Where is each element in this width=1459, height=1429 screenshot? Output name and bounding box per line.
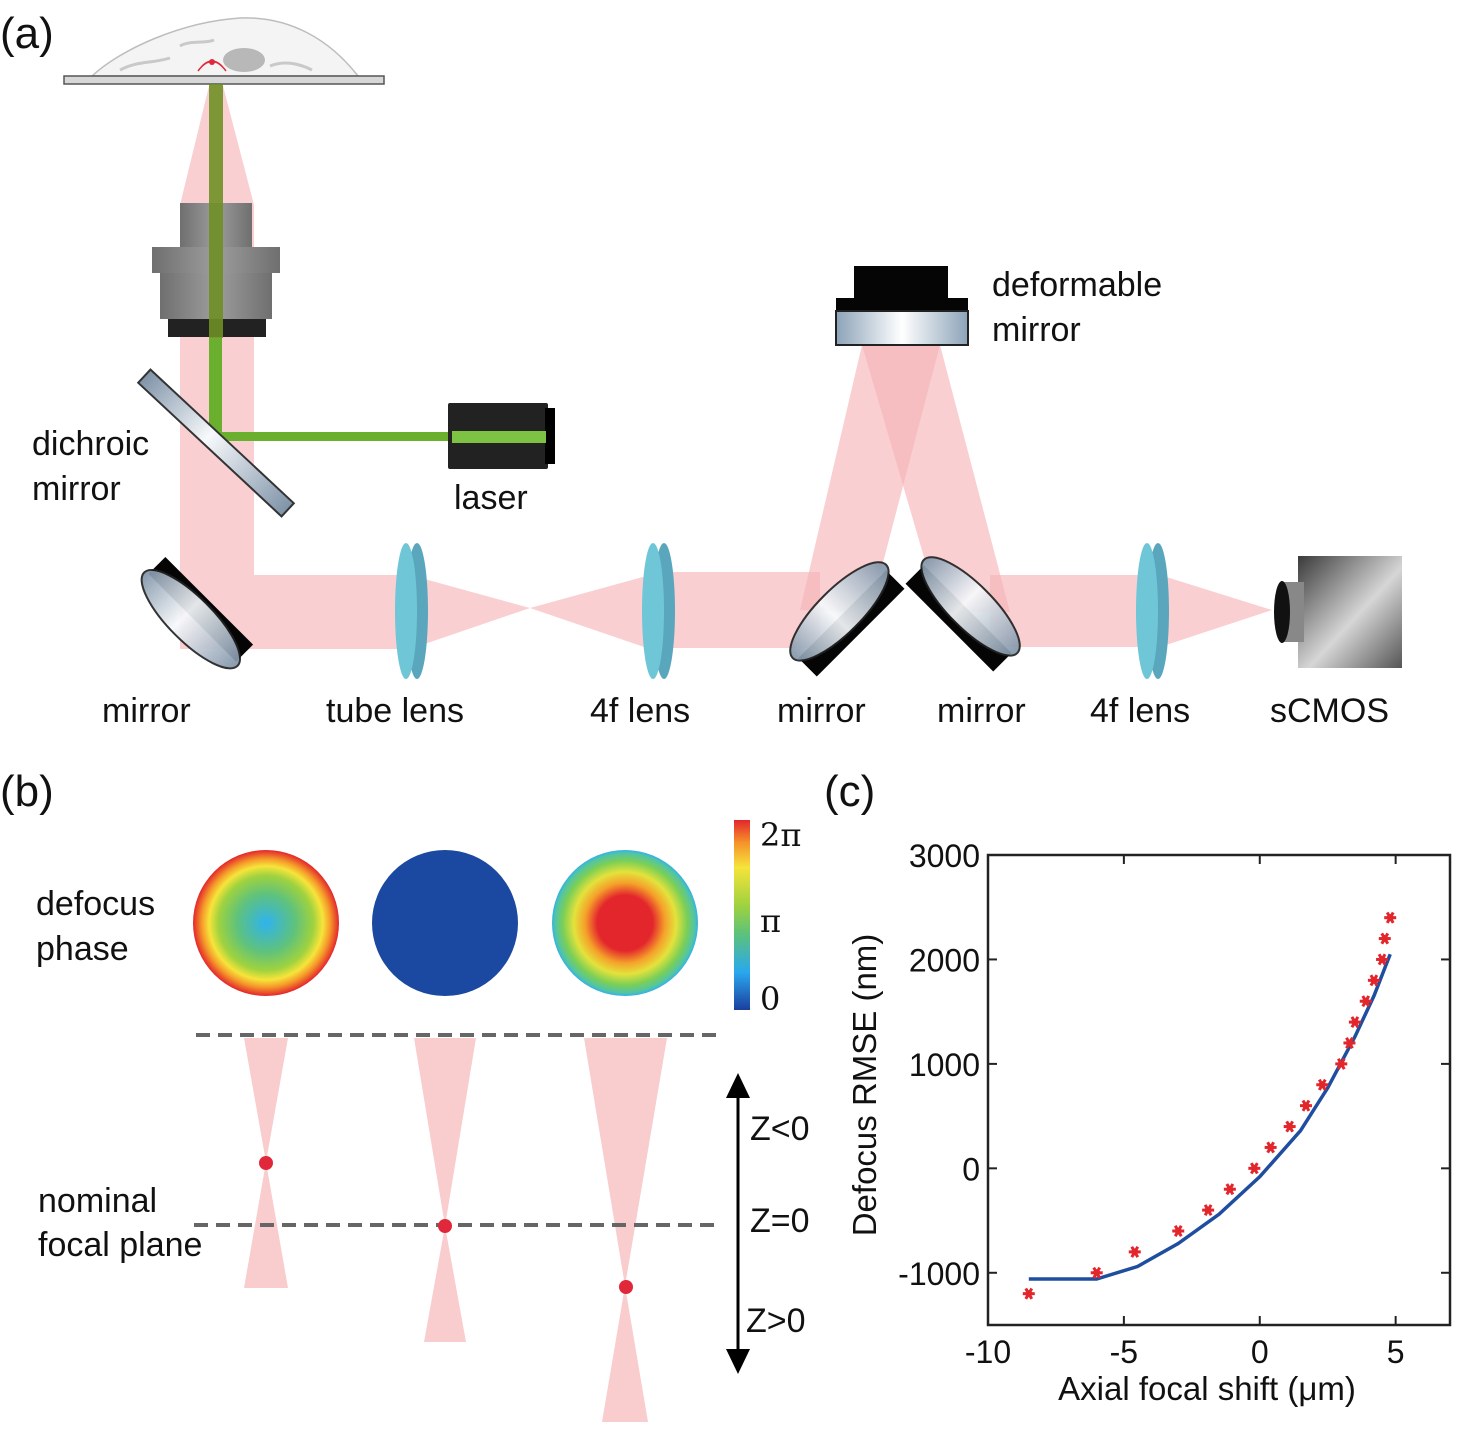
z-axis-arrow (726, 1073, 750, 1374)
defocus-panel: defocus phase 2π π 0 nominal focal plane (36, 816, 810, 1422)
y-tick-label: 1000 (909, 1047, 980, 1083)
data-point (1248, 1162, 1261, 1175)
laser-beam (209, 84, 455, 441)
axis-tick-labels: -10 -5 0 5 -1000 0 1000 2000 3000 (898, 838, 1404, 1370)
panel-label-a: (a) (0, 9, 54, 58)
label-laser: laser (454, 479, 528, 517)
label-scmos: sCMOS (1270, 692, 1389, 730)
data-point (1022, 1287, 1035, 1300)
focus-cones (244, 1038, 667, 1422)
4f-lens-element-1 (642, 543, 675, 679)
label-deformable-2: mirror (992, 311, 1081, 349)
label-z-neg: Z<0 (750, 1110, 810, 1148)
panel-label-b: (b) (0, 767, 54, 816)
phase-map-positive (552, 850, 698, 996)
sample-slide (63, 17, 385, 85)
deformable-mirror (835, 266, 969, 346)
y-tick-label: 0 (962, 1151, 980, 1187)
label-z-pos: Z>0 (746, 1302, 806, 1340)
label-z-zero: Z=0 (750, 1202, 810, 1240)
colorbar: 2π π 0 (734, 816, 801, 1018)
colorbar-min: 0 (760, 980, 780, 1018)
fluorescence-beam (180, 82, 1272, 649)
data-point (1335, 1057, 1348, 1070)
axis-ticks (987, 854, 1450, 1325)
label-mirror-2: mirror (777, 692, 866, 730)
x-tick-label: -10 (965, 1334, 1011, 1370)
label-deformable-1: deformable (992, 266, 1162, 304)
data-point (1090, 1266, 1103, 1279)
label-mirror-1: mirror (102, 692, 191, 730)
data-point (1172, 1225, 1185, 1237)
focus-point-negative (259, 1156, 273, 1170)
cell-nucleus (223, 48, 265, 72)
data-point (1316, 1078, 1329, 1091)
focus-point-positive (619, 1280, 633, 1294)
data-point (1343, 1037, 1356, 1049)
data-point (1367, 974, 1380, 987)
data-point (1128, 1245, 1141, 1258)
y-axis-label: Defocus RMSE (nm) (846, 934, 883, 1237)
x-axis-label: Axial focal shift (μm) (1058, 1370, 1356, 1407)
data-point (1384, 911, 1397, 924)
colorbar-mid: π (760, 902, 781, 940)
defocus-rmse-chart: -10 -5 0 5 -1000 0 1000 2000 3000 Axial focal sh… (846, 838, 1452, 1407)
fit-curve (1028, 953, 1392, 1281)
data-point (1299, 1099, 1312, 1112)
focus-point-zero (438, 1219, 452, 1233)
fold-mirror-3 (905, 556, 1021, 672)
dichroic-mirror (136, 368, 296, 518)
x-tick-label: 0 (1251, 1334, 1269, 1370)
scmos-camera (1274, 556, 1402, 668)
label-4f-lens-2: 4f lens (1090, 692, 1190, 730)
label-nominal-1: nominal (38, 1182, 157, 1220)
data-point (1202, 1204, 1215, 1217)
data-point (1223, 1183, 1236, 1196)
tube-lens-element (395, 543, 428, 679)
y-tick-label: 2000 (909, 942, 980, 978)
x-tick-label: -5 (1110, 1334, 1138, 1370)
label-dichroic-1: dichroic (32, 425, 149, 463)
label-4f-lens-1: 4f lens (590, 692, 690, 730)
4f-lens-element-2 (1136, 543, 1169, 679)
optical-setup: dichroic mirror laser deformable mirror … (32, 17, 1402, 730)
data-point (1283, 1120, 1296, 1133)
y-tick-label: 3000 (909, 838, 980, 874)
plot-frame (986, 853, 1452, 1327)
phase-map-zero (372, 850, 518, 996)
fold-mirror-1 (140, 556, 254, 670)
panel-label-c: (c) (824, 767, 875, 816)
label-mirror-3: mirror (937, 692, 1026, 730)
label-defocus-2: phase (36, 930, 129, 968)
label-dichroic-2: mirror (32, 470, 121, 508)
label-tube-lens: tube lens (326, 692, 464, 730)
data-point (1378, 932, 1391, 945)
data-point (1376, 953, 1389, 966)
label-defocus-1: defocus (36, 885, 155, 923)
y-tick-label: -1000 (898, 1256, 980, 1292)
label-nominal-2: focal plane (38, 1226, 202, 1264)
colorbar-max: 2π (760, 816, 801, 854)
data-point (1359, 995, 1372, 1008)
fold-mirror-2 (789, 561, 905, 677)
x-tick-label: 5 (1387, 1334, 1405, 1370)
phase-map-negative (193, 850, 339, 996)
data-markers (1022, 911, 1397, 1300)
laser-source (448, 403, 555, 469)
data-point (1348, 1016, 1361, 1029)
data-point (1264, 1141, 1277, 1154)
